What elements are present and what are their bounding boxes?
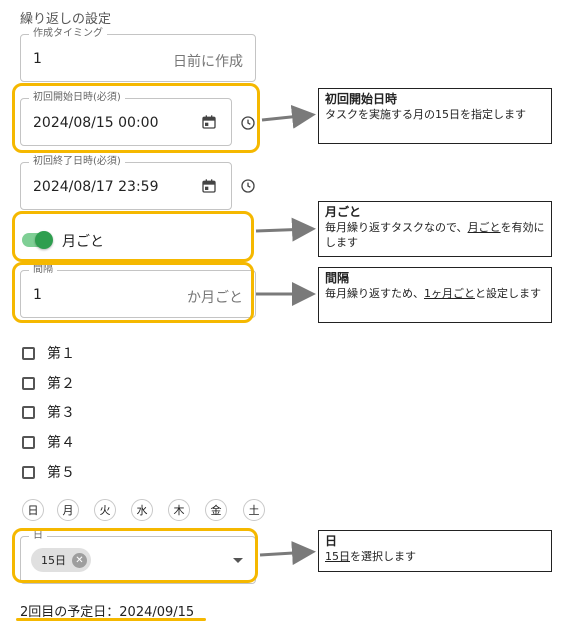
callout-body: タスクを実施する月の15日を指定します xyxy=(325,108,526,121)
end-datetime-value: 2024/08/17 23:59 xyxy=(33,179,159,195)
callout-body: 毎月繰り返すタスクなので、月ごとを有効にします xyxy=(325,221,545,249)
start-datetime-field[interactable]: 初回開始日時(必須) 2024/08/15 00:00 xyxy=(20,91,232,146)
week-checkbox-2[interactable]: 第２ xyxy=(22,373,75,393)
weekday-thu[interactable]: 木 xyxy=(168,499,190,521)
arrow-day xyxy=(259,541,316,566)
selected-day-chip-label: 15日 xyxy=(41,554,66,567)
callout-day: 日 15日を選択します xyxy=(318,530,552,572)
callout-title: 初回開始日時 xyxy=(325,92,398,106)
start-datetime-value: 2024/08/15 00:00 xyxy=(33,115,159,131)
creation-timing-field[interactable]: 作成タイミング 1 日前に作成 xyxy=(20,27,256,82)
weekday-wed[interactable]: 水 xyxy=(131,499,153,521)
weekday-sun[interactable]: 日 xyxy=(22,499,44,521)
monthly-toggle-knob[interactable] xyxy=(35,231,53,249)
calendar-icon[interactable] xyxy=(201,178,217,194)
callout-body: 15日を選択します xyxy=(325,550,416,563)
monthly-toggle-label: 月ごと xyxy=(62,234,104,250)
week-checkbox-3[interactable]: 第３ xyxy=(22,402,75,422)
weekday-fri[interactable]: 金 xyxy=(205,499,227,521)
interval-label: 間隔 xyxy=(29,263,57,277)
week-checkbox-label: 第４ xyxy=(47,435,75,451)
callout-interval: 間隔 毎月繰り返すため、1ヶ月ごとと設定します xyxy=(318,267,552,323)
callout-start-datetime: 初回開始日時 タスクを実施する月の15日を指定します xyxy=(318,88,552,144)
end-datetime-field[interactable]: 初回終了日時(必須) 2024/08/17 23:59 xyxy=(20,155,232,210)
end-datetime-label: 初回終了日時(必須) xyxy=(29,155,125,169)
selected-day-chip[interactable]: 15日 ✕ xyxy=(31,548,91,572)
callout-title: 月ごと xyxy=(325,205,362,219)
creation-timing-label: 作成タイミング xyxy=(29,27,107,41)
week-checkbox-1[interactable]: 第１ xyxy=(22,343,75,363)
weekday-sat[interactable]: 土 xyxy=(243,499,265,521)
arrow-start xyxy=(261,104,316,129)
start-datetime-label: 初回開始日時(必須) xyxy=(29,91,125,105)
day-select-label: 日 xyxy=(29,529,47,543)
week-checkbox-label: 第１ xyxy=(47,346,75,362)
week-checkbox-label: 第２ xyxy=(47,376,75,392)
callout-body: 毎月繰り返すため、1ヶ月ごとと設定します xyxy=(325,287,541,300)
checkbox[interactable] xyxy=(22,405,35,419)
callout-title: 日 xyxy=(325,534,338,548)
arrow-monthly xyxy=(255,217,316,242)
clock-icon[interactable] xyxy=(240,178,256,194)
calendar-icon[interactable] xyxy=(201,114,217,130)
callout-monthly: 月ごと 毎月繰り返すタスクなので、月ごとを有効にします xyxy=(318,201,552,257)
interval-suffix: か月ごと xyxy=(187,290,243,306)
close-icon[interactable]: ✕ xyxy=(72,552,87,568)
checkbox[interactable] xyxy=(22,376,35,390)
week-checkbox-label: 第３ xyxy=(47,405,75,421)
callout-title: 間隔 xyxy=(325,271,350,285)
interval-field[interactable]: 間隔 1 か月ごと xyxy=(20,263,256,318)
week-checkbox-4[interactable]: 第４ xyxy=(22,432,75,452)
checkbox[interactable] xyxy=(22,435,35,449)
next-scheduled-underline xyxy=(16,618,206,621)
week-checkbox-label: 第５ xyxy=(47,465,75,481)
weekday-mon[interactable]: 月 xyxy=(57,499,79,521)
week-checkbox-5[interactable]: 第５ xyxy=(22,462,75,482)
chevron-down-icon[interactable] xyxy=(233,558,243,563)
interval-value: 1 xyxy=(33,287,42,303)
next-scheduled-date: 2回目の予定日：2024/09/15 xyxy=(20,605,195,620)
section-title: 繰り返しの設定 xyxy=(20,12,112,27)
checkbox[interactable] xyxy=(22,465,35,479)
clock-icon[interactable] xyxy=(240,115,256,131)
creation-timing-suffix: 日前に作成 xyxy=(173,54,243,70)
checkbox[interactable] xyxy=(22,346,35,360)
creation-timing-value: 1 xyxy=(33,51,42,67)
weekday-tue[interactable]: 火 xyxy=(94,499,116,521)
